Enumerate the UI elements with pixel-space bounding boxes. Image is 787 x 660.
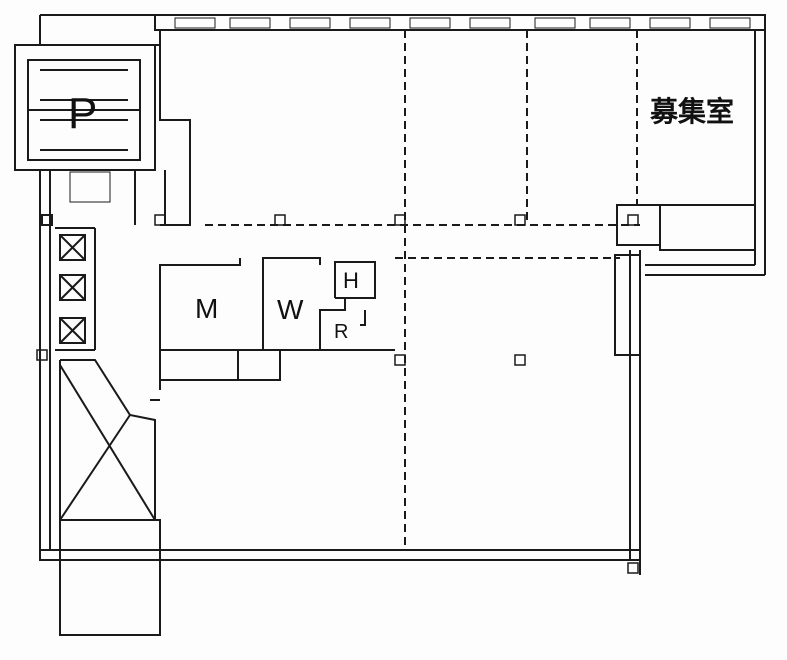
column — [36, 349, 48, 361]
column — [394, 214, 406, 226]
window — [709, 17, 751, 29]
window — [174, 17, 216, 29]
column — [394, 354, 406, 366]
column — [627, 214, 639, 226]
column — [627, 562, 639, 574]
restroom-walls — [150, 257, 395, 401]
stairs-right — [614, 204, 756, 356]
partitions — [205, 30, 640, 550]
window — [409, 17, 451, 29]
women-restroom-label: W — [277, 294, 304, 325]
r-room-label: R — [334, 321, 349, 343]
window — [649, 17, 691, 29]
vacancy-room-label: 募集室 — [650, 96, 735, 127]
window — [289, 17, 331, 29]
column — [154, 214, 166, 226]
column — [514, 354, 526, 366]
window — [349, 17, 391, 29]
columns — [36, 214, 639, 574]
window — [534, 17, 576, 29]
escalator — [59, 359, 161, 636]
column — [274, 214, 286, 226]
window — [469, 17, 511, 29]
men-restroom-label: M — [195, 293, 219, 324]
column — [514, 214, 526, 226]
parking-area — [14, 44, 156, 171]
parking-label: P — [68, 89, 98, 138]
elevators — [55, 227, 96, 351]
top-wall — [154, 14, 766, 31]
window — [229, 17, 271, 29]
hot-water-room-label: H — [343, 268, 359, 293]
window — [589, 17, 631, 29]
stairs-left — [69, 171, 111, 203]
